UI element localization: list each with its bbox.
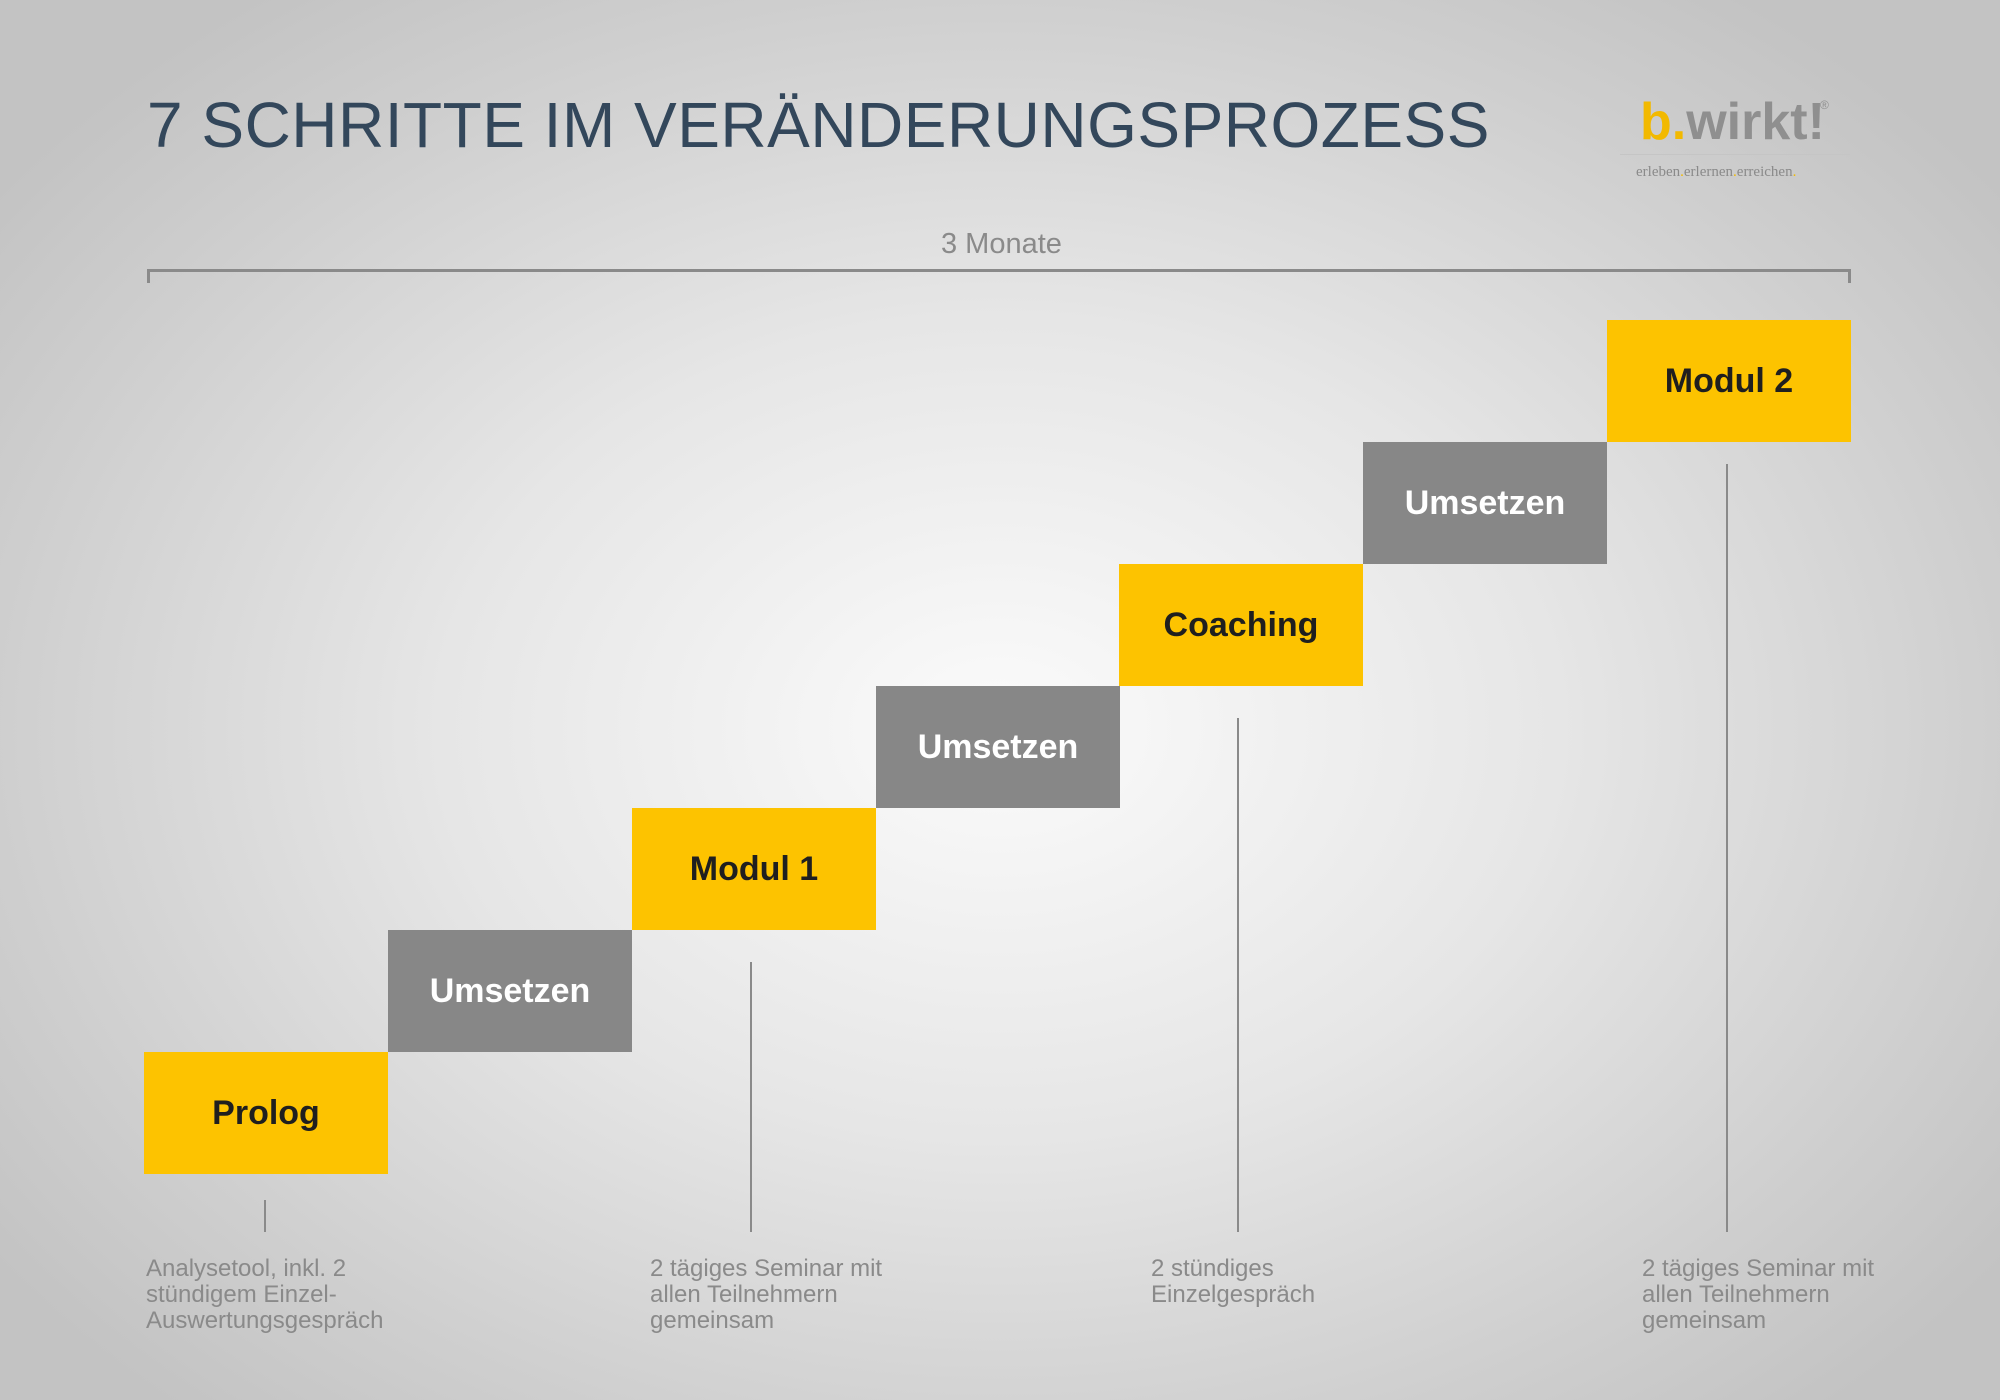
logo-registered-mark: ® [1820,98,1829,112]
tagline-separator-2: . [1733,164,1737,180]
step-coaching: Coaching [1119,564,1363,686]
brand-logo: b.wirkt! ® erleben.erlernen.erreichen. [1620,92,1850,188]
timeline-bracket [147,269,1851,272]
note-line: allen Teilnehmern [650,1281,838,1308]
logo-b: b. [1640,93,1687,151]
note-line: Auswertungsgespräch [146,1307,384,1334]
step-umsetzen-3: Umsetzen [1363,442,1607,564]
connector-prolog [264,1200,266,1232]
note-coaching: 2 stündiges Einzelgespräch [1151,1256,1411,1308]
step-prolog: Prolog [144,1052,388,1174]
tagline-separator-3: . [1792,164,1797,180]
tagline-word-1: erleben [1636,164,1681,180]
timeline-label: 3 Monate [941,228,1062,260]
logo-wirkt: wirkt! [1686,93,1825,151]
timeline-bracket-left-tick [147,269,150,283]
logo-divider [1620,154,1850,155]
note-line: Einzelgespräch [1151,1281,1316,1308]
connector-modul-2 [1726,464,1728,1232]
logo-wordmark: b.wirkt! [1640,92,1825,152]
tagline-word-2: erlernen [1683,164,1734,180]
step-umsetzen-1: Umsetzen [388,930,632,1052]
note-line: 2 tägiges Seminar mit [1642,1255,1875,1282]
page-title: 7 SCHRITTE IM VERÄNDERUNGSPROZESS [147,89,1490,161]
step-umsetzen-2: Umsetzen [876,686,1120,808]
note-line: Analysetool, inkl. 2 [146,1255,347,1282]
connector-modul-1 [750,962,752,1232]
tagline-word-3: erreichen [1736,164,1793,180]
note-line: gemeinsam [650,1307,775,1334]
note-modul-1: 2 tägiges Seminar mit allen Teilnehmern … [650,1256,910,1334]
step-modul-1: Modul 1 [632,808,876,930]
tagline-separator-1: . [1680,164,1684,180]
logo-tagline: erleben.erlernen.erreichen. [1636,164,1796,181]
note-line: 2 tägiges Seminar mit [650,1255,883,1282]
connector-coaching [1237,718,1239,1232]
note-line: stündigem Einzel- [146,1281,337,1308]
step-modul-2: Modul 2 [1607,320,1851,442]
note-prolog: Analysetool, inkl. 2 stündigem Einzel- A… [146,1256,406,1334]
note-line: allen Teilnehmern [1642,1281,1830,1308]
note-modul-2: 2 tägiges Seminar mit allen Teilnehmern … [1642,1256,1902,1334]
timeline-bracket-right-tick [1848,269,1851,283]
note-line: gemeinsam [1642,1307,1767,1334]
note-line: 2 stündiges [1151,1255,1274,1282]
